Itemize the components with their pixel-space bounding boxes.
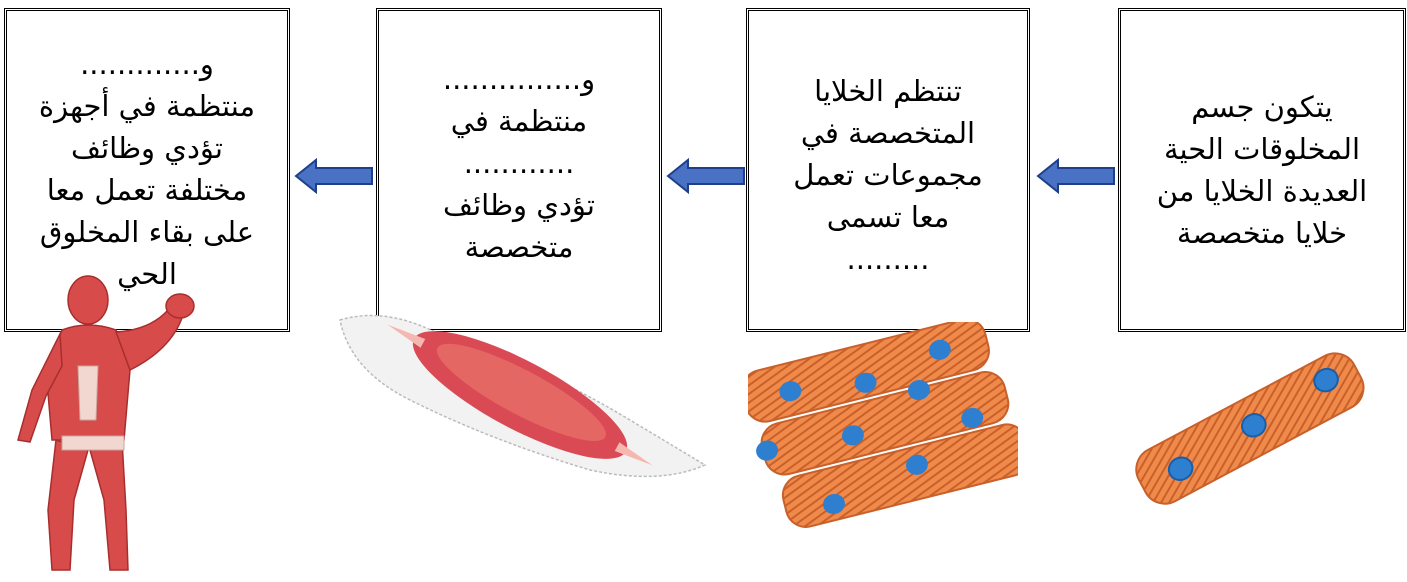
left-arrow-icon	[666, 157, 745, 195]
left-arrow-icon	[1036, 157, 1115, 195]
box-systems-text: و............. منتظمة في أجهزة تؤدي وظائ…	[38, 47, 256, 291]
box-organs-text: و............... منتظمة في ............ …	[442, 62, 596, 264]
muscle-organ-icon	[339, 314, 707, 478]
muscular-system-icon	[17, 275, 195, 571]
left-arrow-icon	[294, 157, 373, 195]
box-systems: و............. منتظمة في أجهزة تؤدي وظائ…	[4, 8, 290, 332]
box-tissues: تنتظم الخلايا المتخصصة في مجموعات تعمل م…	[746, 8, 1030, 332]
box-organs: و............... منتظمة في ............ …	[376, 8, 662, 332]
muscle-cell-icon	[1135, 352, 1365, 505]
muscle-tissue-icon	[748, 322, 1018, 528]
box-specialized-cells: يتكون جسم المخلوقات الحية العديدة الخلاي…	[1118, 8, 1406, 332]
box-cells-text: يتكون جسم المخلوقات الحية العديدة الخلاي…	[1156, 90, 1368, 250]
box-tissues-text: تنتظم الخلايا المتخصصة في مجموعات تعمل م…	[793, 74, 983, 276]
